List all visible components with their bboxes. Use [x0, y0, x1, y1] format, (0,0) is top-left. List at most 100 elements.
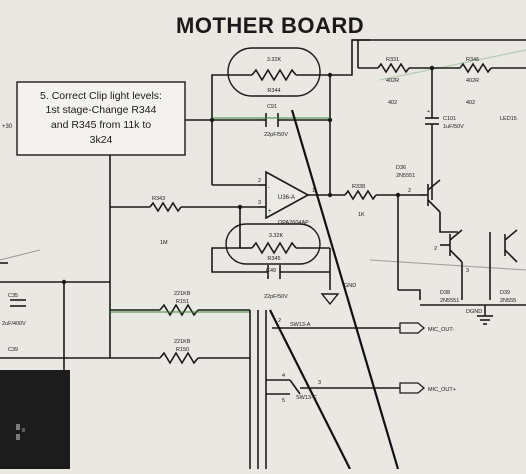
d38-collector	[449, 229, 463, 241]
sw13a-pin: 2	[278, 318, 281, 324]
r150-value: 221KB	[174, 339, 191, 345]
dark-block	[0, 370, 70, 469]
d38-emitter	[449, 249, 463, 263]
r346-extra: 402	[466, 100, 475, 106]
d38-pin-e: 3	[466, 268, 469, 274]
gnd-triangle	[320, 293, 340, 306]
ghost-trace	[369, 259, 526, 271]
paper-artifacts	[0, 49, 526, 271]
r343-ref: R343	[152, 196, 165, 202]
annotation-note-box: 5. Correct Clip light levels: 1st stage-…	[16, 81, 186, 156]
r345-value: 3.32K	[269, 233, 284, 239]
d38-pin-b: 2	[434, 246, 437, 252]
sw13c-contact	[289, 379, 301, 395]
ghost-trace-green	[379, 49, 526, 81]
note-line-1: 5. Correct Clip light levels:	[40, 90, 162, 102]
junction	[209, 117, 215, 123]
sw13c-pin-3: 3	[318, 380, 321, 386]
opamp-part: OPA2604AP	[278, 220, 309, 226]
d36-ref: D36	[396, 165, 406, 171]
note-line-4: 3k24	[90, 134, 113, 146]
r150-zigzag	[159, 351, 199, 365]
resistor-r345: 3.32K R345	[240, 233, 330, 262]
transistor-d39: D39 2N555	[489, 229, 518, 304]
capacitor-c49: C49 22pF/50V	[262, 265, 330, 300]
wire-r344-right	[318, 39, 370, 76]
d38-ref: D38	[440, 290, 450, 296]
dark-block-detail	[16, 434, 20, 440]
top-right-network: R331 402R 402 R346 402R 402 + C101 1uF/5…	[352, 39, 526, 200]
c49-ref: C49	[266, 268, 276, 274]
c49-value: 22pF/50V	[264, 294, 288, 300]
dark-photo-block	[0, 370, 70, 469]
r344-value: 3.32K	[267, 57, 282, 63]
transistor-d36: D36 2N5551 2	[396, 165, 458, 233]
pen-stroke	[269, 309, 351, 470]
r151-ref: R151	[176, 299, 189, 305]
pen-stroke	[290, 109, 400, 470]
port-label-mic-plus: MIC_OUT+	[428, 387, 456, 393]
d36-emitter	[427, 199, 441, 213]
d39-emitter	[504, 249, 518, 263]
dark-block-detail	[22, 428, 25, 432]
sw13c-ref: SW13-C	[296, 395, 317, 401]
r338-zigzag	[344, 189, 377, 201]
port-mic-out-minus: MIC_OUT-	[399, 322, 454, 334]
c91-ref: C91	[267, 104, 277, 110]
d39-collector	[504, 229, 518, 241]
r346-zigzag	[459, 62, 492, 74]
opamp-pin-3: 3	[258, 200, 261, 206]
d39-ref: D39	[500, 290, 510, 296]
opamp-triangle	[265, 170, 310, 220]
c91-value: 22pF/50V	[264, 132, 288, 138]
r338-value: 1K	[358, 212, 365, 218]
sw13c-pin-5: 5	[282, 398, 285, 404]
gnd-label: GND	[344, 283, 356, 289]
r331-extra: 402	[388, 100, 397, 106]
r338-ref: R338	[352, 184, 365, 190]
r345-zigzag	[251, 241, 297, 255]
opamp-pin-2: 2	[258, 178, 261, 184]
resistor-r344: 3.32K R344	[230, 57, 318, 94]
sw13a-ref: SW13-A	[290, 322, 311, 328]
port-label-mic-minus: MIC_OUT-	[428, 327, 454, 333]
r344-highlight-circle	[227, 47, 321, 97]
capacitor-c91: C91 22pF/50V	[262, 104, 288, 138]
port-mic-out-plus: MIC_OUT+	[399, 382, 456, 394]
wire-c49-left	[211, 247, 262, 273]
ground-symbol-gnd: GND	[320, 283, 356, 306]
opamp-ref: U36-A	[278, 195, 295, 201]
r331-value: 402R	[386, 78, 399, 84]
d36-collector	[427, 179, 441, 191]
r331-zigzag	[377, 62, 410, 74]
wire-d36-to-d38	[439, 212, 458, 233]
opamp-u36a: - + U36-A OPA2604AP 2 3 1	[258, 170, 315, 226]
wire-r344-left	[211, 74, 230, 120]
junction	[327, 192, 333, 198]
note-box-frame	[16, 81, 186, 156]
r344-zigzag	[251, 68, 297, 82]
transistor-d38: 2 3 D38 2N5551	[434, 229, 469, 304]
r345-ref: R345	[267, 256, 280, 262]
ghost-trace	[0, 249, 41, 261]
note-line-2: 1st stage-Change R344	[46, 104, 157, 116]
r331-ref: R331	[386, 57, 399, 63]
dgnd-label: DGND	[466, 309, 482, 315]
c101-ref: C101	[443, 116, 456, 122]
junction	[327, 72, 333, 78]
supply-label: +30	[2, 124, 13, 130]
opamp-minus-sign: -	[268, 185, 270, 191]
d36-pin: 2	[408, 188, 411, 194]
ground-symbol-dgnd: DGND	[466, 305, 493, 325]
sw13c-pin-4: 4	[282, 373, 285, 379]
r343-value: 1M	[160, 240, 168, 246]
switch-sw13: 2 SW13-A 4 5 3 SW13-C	[249, 310, 400, 469]
d38-part: 2N5551	[440, 298, 459, 304]
c101-value: 1uF/50V	[443, 124, 464, 130]
led-ref: LED15	[500, 116, 517, 122]
dark-block-detail	[16, 424, 20, 430]
c35-ref: C35	[8, 293, 18, 299]
c35-value: 2uF/400V	[2, 321, 26, 327]
